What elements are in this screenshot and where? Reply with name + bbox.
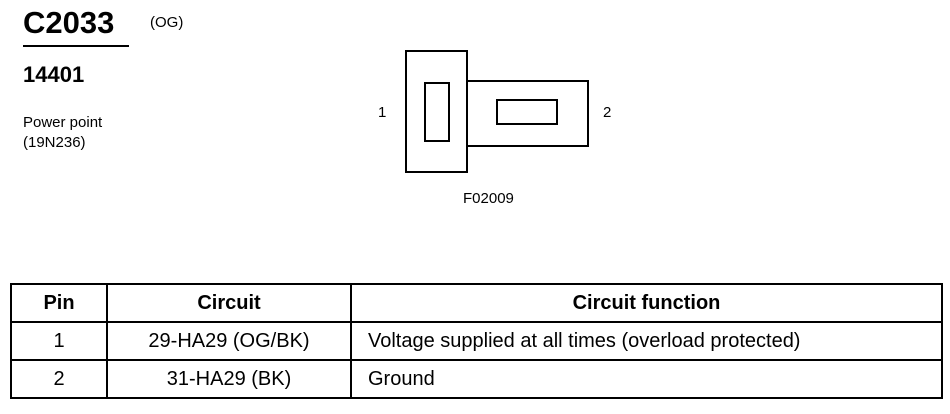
pin-label-2: 2 — [603, 104, 612, 121]
connector-color: (OG) — [150, 14, 184, 31]
column-header-circuit: Circuit — [106, 283, 352, 323]
connector-id: C2033 — [23, 5, 115, 40]
column-header-pin: Pin — [10, 283, 108, 323]
circuit-function-cell: Voltage supplied at all times (overload … — [350, 321, 943, 361]
part-number: 14401 — [23, 62, 85, 87]
circuit-function-cell: Ground — [350, 359, 943, 399]
column-header-circuit-function: Circuit function — [350, 283, 943, 323]
pinout-table: Pin Circuit Circuit function 1 29-HA29 (… — [10, 283, 943, 399]
table-row: 1 29-HA29 (OG/BK) Voltage supplied at al… — [10, 321, 943, 361]
table-header-row: Pin Circuit Circuit function — [10, 283, 943, 323]
pin-cell: 2 — [10, 359, 108, 399]
circuit-cell: 31-HA29 (BK) — [106, 359, 352, 399]
connector-face-diagram — [405, 50, 589, 173]
pin-2-cavity — [496, 99, 558, 125]
figure-code: F02009 — [463, 190, 514, 207]
connector-id-underline — [23, 45, 129, 47]
pin-cell: 1 — [10, 321, 108, 361]
connector-housing-right — [467, 80, 589, 147]
pin-1-cavity — [424, 82, 450, 142]
connector-description: Power point (19N236) — [23, 113, 102, 153]
description-line-2: (19N236) — [23, 134, 86, 151]
table-row: 2 31-HA29 (BK) Ground — [10, 359, 943, 399]
circuit-cell: 29-HA29 (OG/BK) — [106, 321, 352, 361]
pin-label-1: 1 — [378, 104, 387, 121]
description-line-1: Power point — [23, 114, 103, 131]
connector-housing-left — [405, 50, 468, 173]
